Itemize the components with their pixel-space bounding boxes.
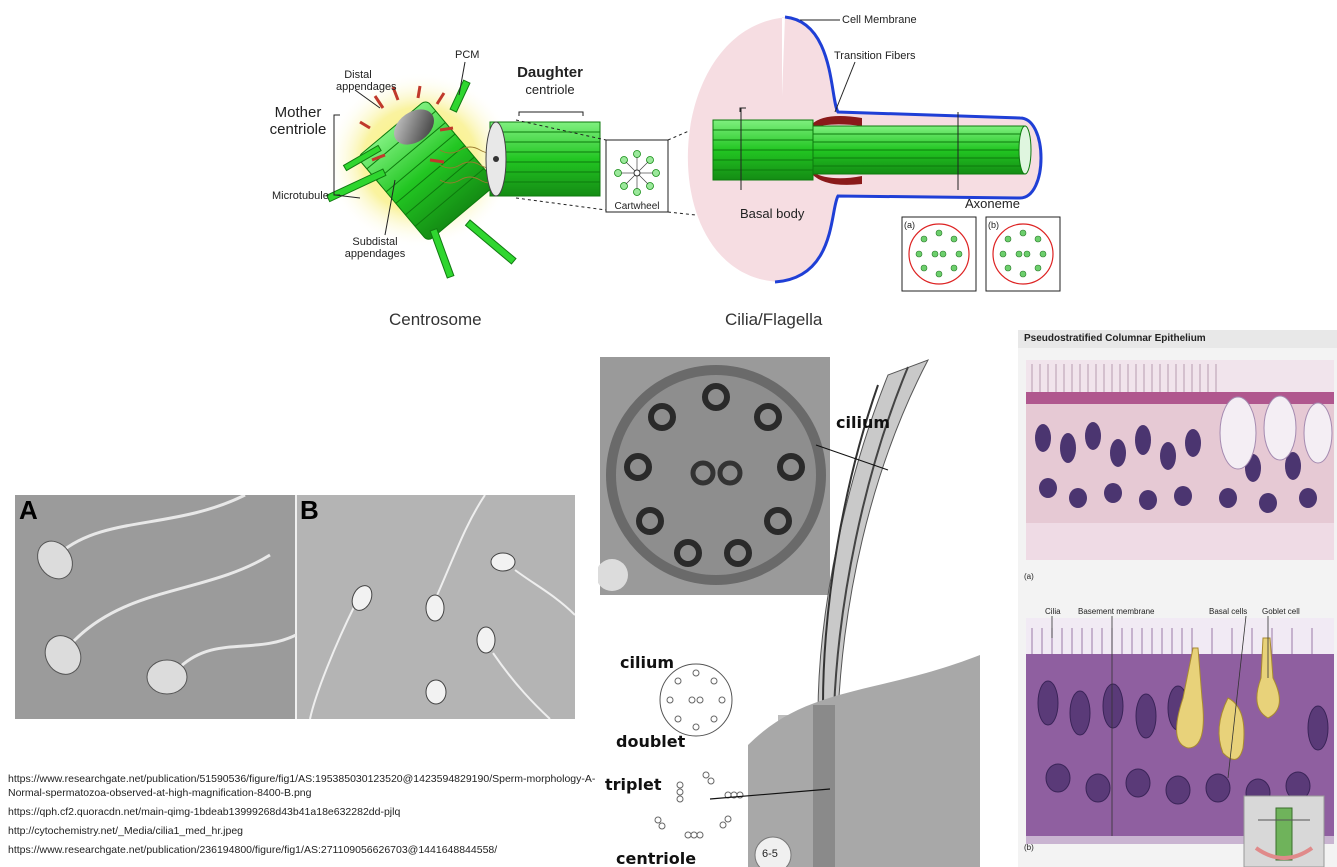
- reference-link[interactable]: https://www.researchgate.net/publication…: [8, 773, 596, 799]
- mother-centriole-cap: [394, 109, 434, 145]
- em-label-doublet: doublet: [616, 732, 686, 751]
- reference-link[interactable]: https://www.researchgate.net/publication…: [8, 844, 498, 856]
- cartwheel-inset: [605, 139, 669, 213]
- axoneme-cross-section-b: [985, 216, 1061, 292]
- appendages: [359, 85, 454, 164]
- reference-list: https://www.researchgate.net/publication…: [8, 772, 598, 862]
- reference-link[interactable]: http://cytochemistry.net/_Media/cilia1_m…: [8, 825, 244, 837]
- label-subdistal-appendages: Subdistal appendages: [344, 236, 406, 260]
- label-mother-centriole: Mother centriole: [269, 104, 327, 138]
- label-daughter-centriole-line2: centriole: [525, 82, 575, 97]
- label-basal-body: Basal body: [740, 206, 805, 221]
- sperm-panel-label-b: B: [300, 495, 319, 525]
- axoneme-cross-section-a: [901, 216, 977, 292]
- histology-label-cilia: Cilia: [1045, 607, 1061, 616]
- histology-label-basement-membrane: Basement membrane: [1078, 607, 1155, 616]
- em-label-cilium: cilium: [620, 653, 674, 672]
- label-cell-membrane: Cell Membrane: [842, 14, 917, 26]
- histology-label-goblet-cell: Goblet cell: [1262, 607, 1300, 616]
- reference-link[interactable]: https://qph.cf2.quoracdn.net/main-qimg-1…: [8, 806, 401, 818]
- label-daughter-centriole-line1: Daughter: [517, 64, 583, 81]
- sperm-panel-label-a: A: [19, 495, 38, 525]
- basal-body: [712, 107, 814, 190]
- em-micrograph: [598, 357, 980, 867]
- axoneme-tube: [812, 112, 1032, 190]
- histology-label-basal-cells: Basal cells: [1209, 607, 1248, 616]
- leader-lines: [333, 19, 856, 236]
- label-inset-a: (a): [904, 220, 915, 230]
- em-cilium-panel: cilium cilium doublet triplet centriole …: [598, 355, 980, 867]
- histology-label-a: (a): [1024, 572, 1034, 581]
- label-axoneme: Axoneme: [965, 196, 1020, 211]
- histology-micrograph: [1018, 348, 1337, 867]
- sperm-micrograph: [15, 495, 575, 719]
- centrosome-cilia-diagram: [325, 15, 1061, 292]
- sperm-micrograph-panel: A B: [15, 495, 575, 719]
- histology-label-b: (b): [1024, 843, 1034, 852]
- transition-fibers-lower: [812, 172, 862, 185]
- label-distal-appendages: Distal appendages: [336, 69, 397, 93]
- daughter-centriole: [485, 111, 601, 197]
- em-plate-number: 6-5: [762, 848, 778, 860]
- histology-title: Pseudostratified Columnar Epithelium: [1018, 330, 1337, 348]
- em-label-centriole: centriole: [616, 849, 697, 867]
- transition-fibers: [812, 116, 862, 128]
- em-label-triplet: triplet: [605, 775, 662, 794]
- label-transition-fibers: Transition Fibers: [834, 50, 916, 62]
- label-cartwheel: Cartwheel: [614, 201, 660, 212]
- label-inset-b: (b): [988, 220, 999, 230]
- label-pcm: PCM: [455, 49, 480, 61]
- radiating-microtubules: [326, 79, 517, 279]
- caption-centrosome: Centrosome: [389, 310, 482, 329]
- caption-cilia-flagella: Cilia/Flagella: [725, 310, 823, 329]
- em-label-cilium-top: cilium: [836, 413, 890, 432]
- label-microtubule: Microtubule: [272, 190, 329, 202]
